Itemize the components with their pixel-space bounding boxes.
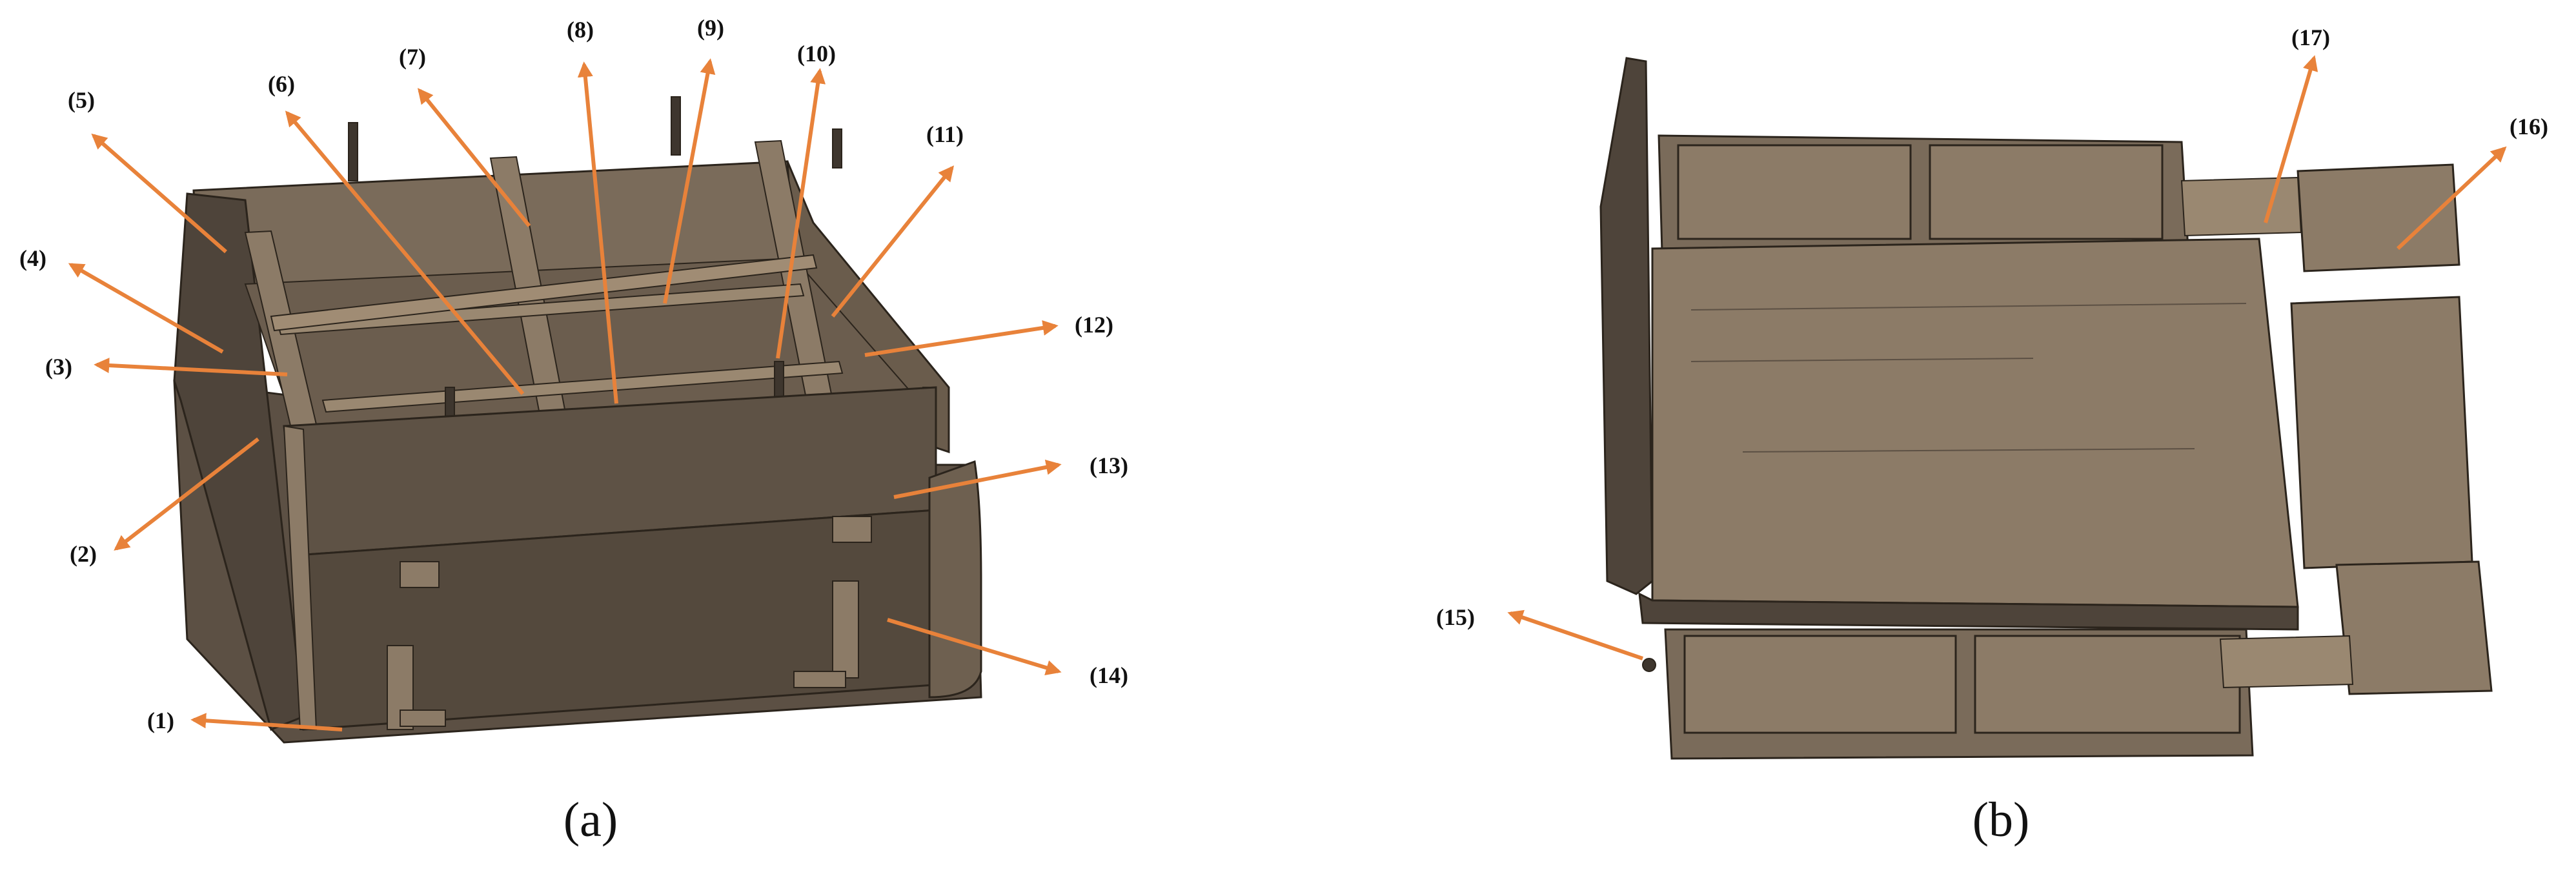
arrow-6 (285, 110, 525, 395)
arrow-15 (1507, 609, 1643, 660)
part-label-12: (12) (1075, 312, 1113, 338)
arrows (68, 55, 2507, 731)
part-label-1: (1) (147, 708, 174, 733)
arrow-4 (68, 263, 224, 354)
arrow-8 (577, 61, 618, 404)
arrow-5 (91, 133, 227, 254)
part-label-14: (14) (1090, 662, 1128, 688)
arrow-3 (94, 357, 288, 376)
part-label-5: (5) (68, 87, 95, 113)
arrow-1 (190, 713, 343, 731)
b-right-top-lid (2297, 163, 2460, 272)
arrow-2 (114, 437, 259, 551)
b-deck-lines (1690, 303, 2247, 453)
arrow-11 (831, 165, 955, 318)
arrow-13 (893, 459, 1062, 499)
cross-bar (270, 254, 818, 332)
arrow-10 (776, 68, 826, 359)
left-side-wall (173, 192, 305, 731)
panel-label-b: (b) (1973, 793, 2030, 847)
b-right-bottom-lid (2335, 560, 2493, 695)
part-label-10: (10) (797, 41, 836, 66)
part-label-7: (7) (399, 44, 426, 70)
b-connector-bottom (2219, 635, 2354, 689)
part-label-4: (4) (19, 245, 46, 271)
arrow-14 (887, 618, 1062, 675)
b-front-wall (1638, 592, 2299, 631)
panel-hinges (387, 516, 872, 730)
part-label-13: (13) (1090, 453, 1128, 478)
panel-b-drawing (1599, 57, 2493, 760)
part-label-9: (9) (697, 15, 724, 41)
end-plate (928, 460, 982, 699)
part-label-15: (15) (1436, 604, 1475, 630)
panel-label-a: (a) (563, 793, 618, 847)
b-main-deck (1651, 238, 2299, 608)
b-bolt (1642, 658, 1656, 672)
arrow-17 (2264, 55, 2318, 223)
arrow-12 (864, 320, 1059, 357)
b-top-lids (1677, 144, 2164, 240)
part-label-16: (16) (2510, 114, 2548, 139)
arrow-16 (2396, 146, 2507, 250)
part-label-6: (6) (268, 71, 295, 97)
b-connector-top (2180, 176, 2302, 237)
part-label-8: (8) (567, 17, 594, 43)
arrow-9 (663, 58, 716, 304)
part-label-11: (11) (926, 121, 964, 147)
part-labels: (1) (2) (3) (4) (5) (6) (7) (8) (9) (10)… (19, 15, 2548, 733)
b-left-wall (1599, 57, 1654, 595)
part-label-17: (17) (2291, 25, 2330, 50)
part-label-3: (3) (45, 354, 72, 380)
b-bottom-lids (1683, 635, 2241, 734)
part-label-2: (2) (70, 541, 97, 567)
panel-a-drawing (173, 96, 982, 744)
b-right-mid-panel (2290, 296, 2473, 569)
arrow-7 (417, 88, 531, 227)
